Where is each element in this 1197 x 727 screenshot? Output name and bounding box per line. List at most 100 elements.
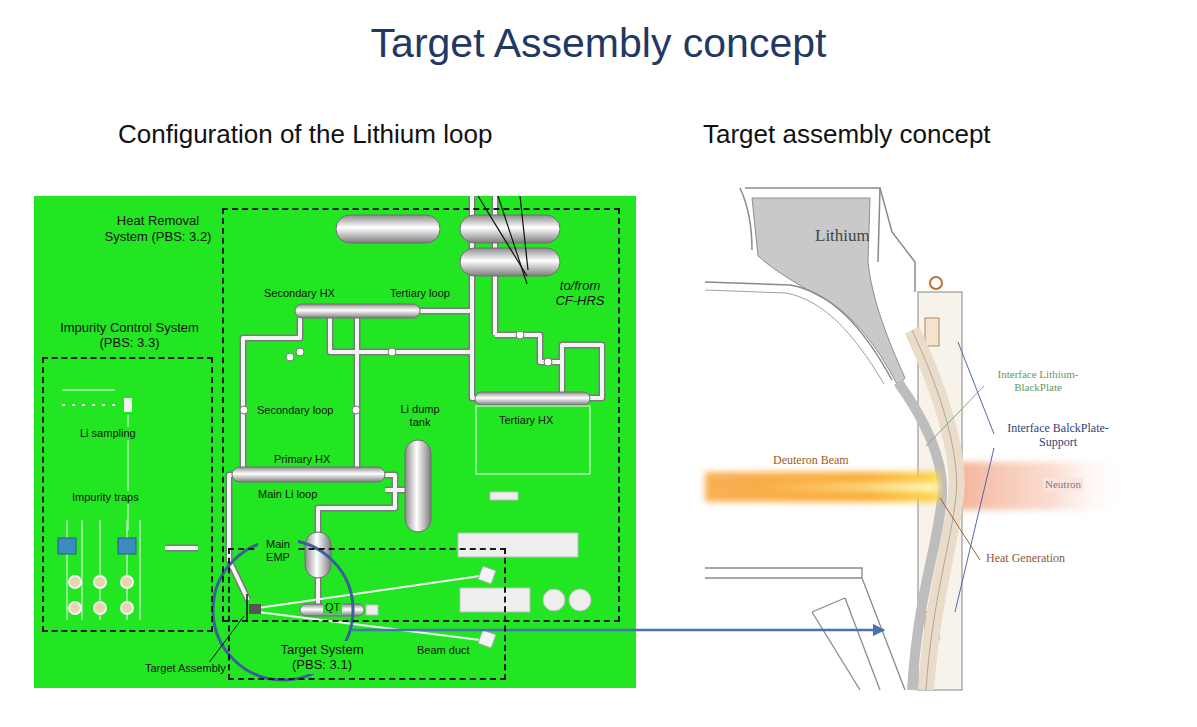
vessel: [336, 215, 440, 243]
panel-subtitle: Target assembly concept: [703, 120, 991, 150]
region-heading: Impurity Control System (PBS: 3.3): [44, 320, 215, 351]
support-ring: [930, 277, 942, 289]
valve: [286, 353, 294, 361]
deuteron-beam: [705, 472, 939, 502]
component-label: Impurity traps: [70, 491, 141, 504]
trap-vessel: [94, 602, 106, 614]
impurity-line: [82, 520, 83, 620]
pipe-outline: [229, 475, 248, 600]
trap-vessel: [94, 576, 106, 588]
pipe-outline: [330, 318, 470, 352]
neutron-glow: [940, 462, 1130, 510]
component-label: Li dump tank: [394, 403, 446, 428]
sampling-line: [62, 404, 118, 406]
pipe: [420, 309, 472, 313]
lithium-reservoir: [752, 198, 905, 386]
target-illustration: [705, 188, 1130, 690]
wall-line: [705, 290, 884, 384]
deuteron-beam-core: [760, 482, 938, 492]
equipment-tank: [569, 589, 591, 611]
component-label: Secondary HX: [262, 287, 337, 300]
beam-duct: [258, 612, 480, 640]
component-label: Tertiary HX: [497, 414, 555, 427]
component-label: Secondary loop: [255, 404, 335, 417]
sampling-line: [62, 390, 115, 391]
component-label: QT: [323, 601, 342, 614]
loop-illustration: [58, 196, 602, 648]
wall-line: [740, 188, 752, 250]
vessel: [295, 304, 420, 318]
trap-vessel: [69, 576, 81, 588]
vessel: [460, 248, 560, 276]
interface-label: Interface Lithium-BlackPlate: [988, 368, 1088, 393]
valve: [296, 348, 304, 356]
pipe: [229, 475, 248, 600]
component-label: Li sampling: [78, 427, 138, 440]
panel-subtitle: Configuration of the Lithium loop: [118, 120, 492, 150]
vessel: [232, 467, 385, 482]
pipe-outline: [318, 475, 395, 532]
sampler: [124, 398, 132, 412]
component-label: Tertiary loop: [388, 287, 452, 300]
leader-line: [926, 386, 984, 446]
lithium-film: [898, 382, 942, 690]
equipment-block: [490, 492, 518, 500]
leader-line: [208, 616, 244, 664]
target-assembly-symbol: [249, 604, 261, 614]
equipment-block: [458, 533, 578, 557]
component-label: Target Assembly: [143, 662, 228, 675]
beam-duct: [258, 576, 480, 608]
valve: [516, 331, 524, 339]
pipe: [318, 475, 395, 532]
leader-line: [940, 498, 980, 560]
component-label: Primary HX: [272, 453, 332, 466]
impurity-trap: [58, 538, 76, 554]
region-heading: Heat Removal System (PBS: 3.2): [97, 213, 219, 244]
trap-vessel: [121, 576, 133, 588]
impurity-line: [140, 520, 141, 620]
pipe: [385, 488, 405, 492]
impurity-line: [67, 520, 68, 620]
process-label: Heat Generation: [984, 552, 1067, 566]
beam-label: Neutron: [1043, 478, 1083, 491]
system-region: Target System (PBS: 3.1): [228, 548, 506, 680]
equipment-tank: [543, 589, 565, 611]
pipe-outline: [165, 545, 198, 552]
beam-label: Deuteron Beam: [773, 454, 849, 468]
support-block: [925, 318, 939, 346]
equipment-block: [366, 605, 378, 615]
pipe-outline: [420, 308, 472, 315]
slide-title: Target Assembly concept: [0, 20, 1197, 67]
duct-end: [478, 566, 496, 584]
vessel: [460, 215, 560, 243]
trap-vessel: [69, 602, 81, 614]
wall-line: [880, 188, 915, 292]
valve: [388, 348, 396, 356]
wall-line: [812, 578, 905, 690]
pipe: [243, 318, 300, 468]
valve: [240, 406, 248, 414]
interface-label: Interface BalckPlate-Support: [998, 422, 1118, 450]
component-label: Main EMP: [258, 538, 298, 563]
pipe-outline: [562, 345, 602, 398]
material-label: Lithium: [815, 226, 870, 246]
impurity-trap: [118, 538, 136, 554]
vessel: [405, 440, 431, 532]
panel-ground: [34, 196, 636, 688]
trap-vessel: [121, 602, 133, 614]
component-label: Beam duct: [415, 644, 472, 657]
pipe: [355, 318, 359, 468]
valve: [352, 406, 360, 414]
component-label: Main Li loop: [256, 488, 319, 501]
pipe: [330, 318, 470, 352]
pipe-outline: [243, 318, 300, 468]
hx-frame: [476, 406, 590, 474]
duct-end: [478, 630, 496, 648]
equipment-block: [460, 588, 530, 612]
pipe: [495, 335, 562, 392]
target-mark: [246, 594, 248, 622]
pipe-outline: [354, 318, 361, 468]
region-heading: Target System (PBS: 3.1): [268, 641, 376, 674]
